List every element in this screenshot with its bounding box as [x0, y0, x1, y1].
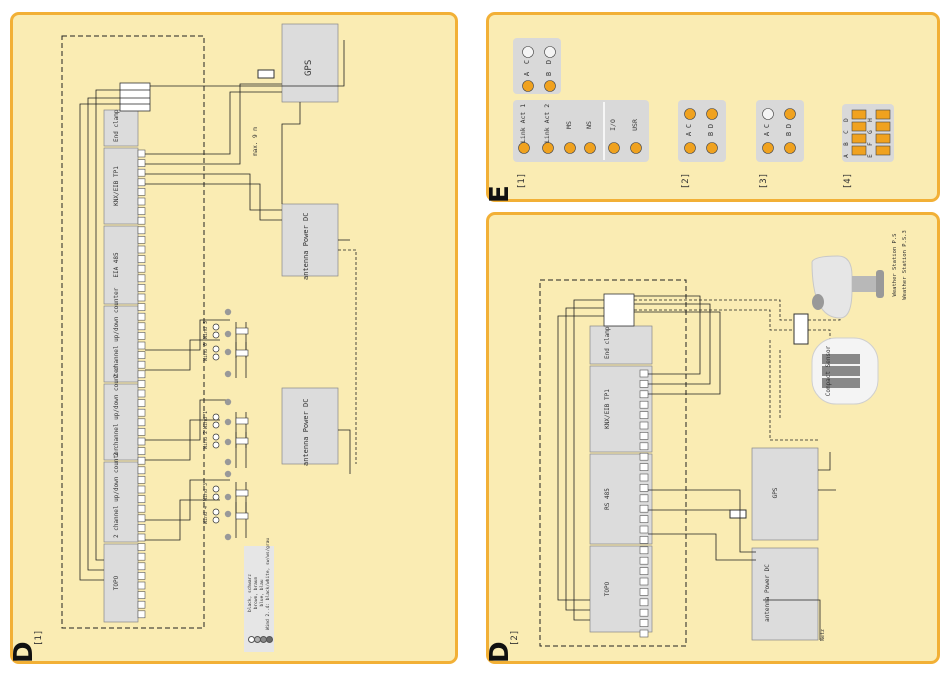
section-ref-e: [4] — [843, 172, 853, 190]
power-dc-label-upper: antenna Power DC — [302, 212, 310, 280]
legend-swatch — [266, 636, 273, 643]
power-dc-label-d2: antenna Power DC — [764, 564, 771, 622]
section-ref-e: [2] — [681, 172, 691, 190]
module-label-d2: TOPO — [604, 581, 611, 597]
section-letter-e: E — [485, 185, 515, 203]
led-label: MS — [565, 121, 573, 129]
power-dc-label-lower: antenna Power DC — [302, 398, 310, 466]
led-label: NS — [585, 121, 593, 129]
module-label-d1: TOPO — [113, 575, 120, 591]
module-label-d1: EIA 485 — [113, 252, 120, 278]
module-label-d2: KNX/EIB TP1 — [604, 389, 611, 429]
led-label: C — [523, 59, 531, 65]
led-label: D — [843, 118, 850, 122]
module-label-d1: 2 channel up/down counter — [113, 287, 120, 378]
led-label: Link Act 2 — [543, 103, 551, 143]
led-label: Link Act 1 — [519, 103, 527, 143]
led-label: I/O — [609, 119, 617, 131]
panel-d1 — [10, 12, 458, 664]
legend-text: Wind 2..4: black/white, sw/ws/grau — [266, 537, 271, 630]
section-ref-d2: [2] — [510, 629, 520, 646]
section-ref-e: [1] — [517, 172, 527, 190]
panel-d2 — [486, 212, 940, 664]
wind-label: Wind 5 — [203, 320, 209, 340]
wind-label: Wind 4 — [203, 505, 209, 525]
module-label-d2: RS 485 — [604, 488, 611, 510]
cable-label-d1: max. 9 m — [252, 127, 259, 156]
led-label: D — [707, 123, 715, 129]
compact-sensor-label: Compact Sensor — [825, 345, 832, 397]
weather-station-label-2: Weather Station P.S.3 — [902, 230, 908, 300]
module-label-d1: KNX/EIB TP1 — [113, 166, 120, 206]
led-label: USR — [631, 119, 639, 131]
gps-label-d1: GPS — [304, 59, 314, 76]
module-label-d1: End clamp — [113, 109, 120, 142]
wind-label: Wind 1 — [203, 410, 209, 430]
module-label-d2: End clamp — [604, 326, 611, 359]
module-label-d1: 2 channel up/down counter — [113, 447, 120, 538]
weather-station-label: Weather Station P.S — [892, 233, 898, 297]
section-ref-e: [3] — [759, 172, 769, 190]
led-label: C — [685, 123, 693, 129]
supply-label: Netz — [820, 628, 826, 642]
gps-label-d2: GPS — [772, 487, 779, 499]
section-ref-d1: [1] — [34, 629, 44, 646]
led-label: D — [545, 59, 553, 65]
led-label: D — [785, 123, 793, 129]
led-label: H — [867, 118, 874, 122]
wind-label: Wind 3 — [203, 482, 209, 502]
led-label: C — [763, 123, 771, 129]
module-label-d1: 2 channel up/down counter — [113, 365, 120, 456]
